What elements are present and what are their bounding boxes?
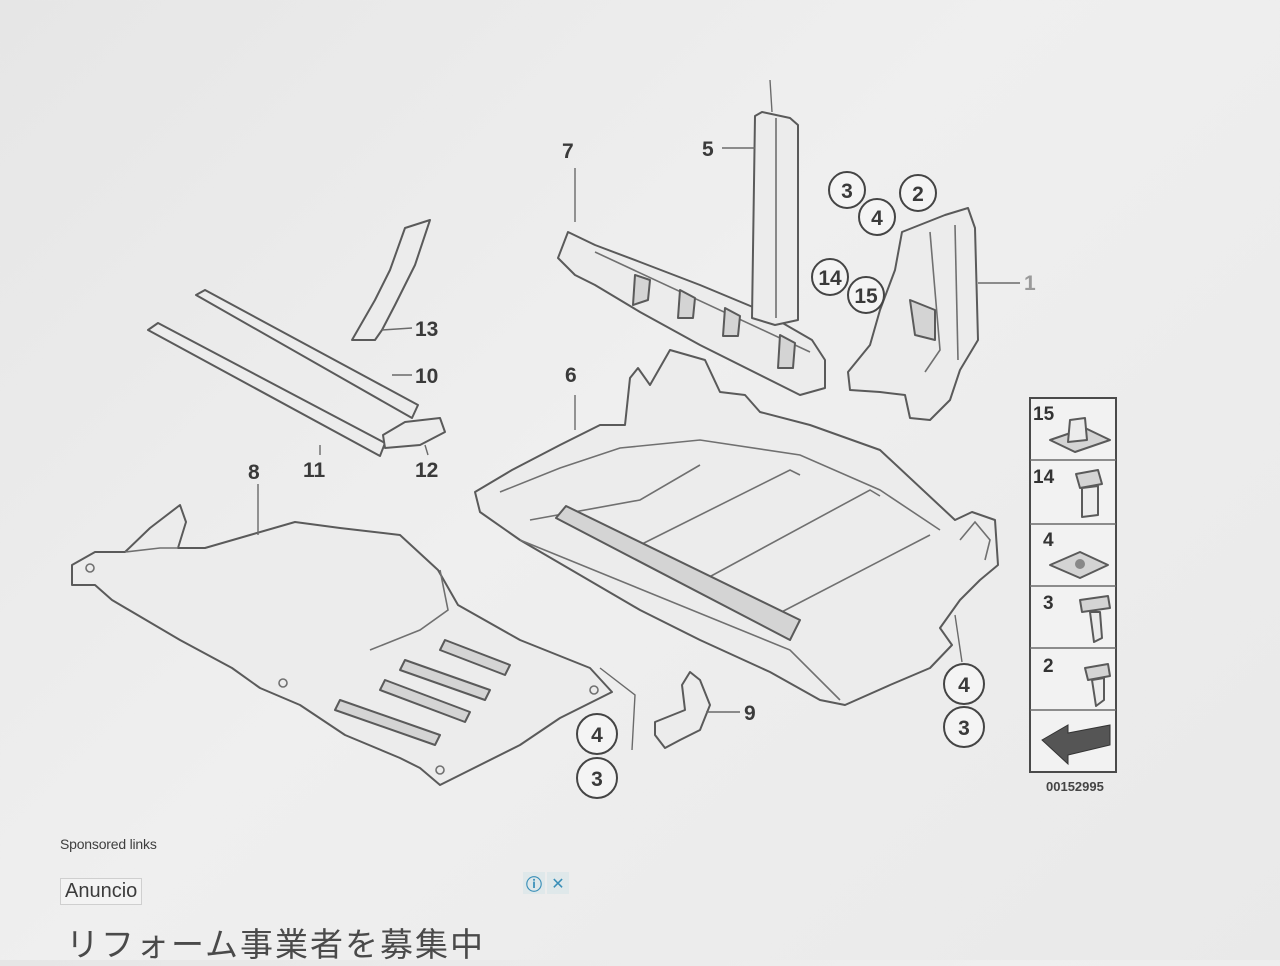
callout-numbers: 7 5 6 13 10 11 12 8 9 1 [248,138,1036,725]
circled-2-top: 2 [912,183,924,206]
callout-11: 11 [303,459,326,482]
circled-callouts: 3 2 4 14 15 4 3 4 3 [576,171,985,799]
info-icon[interactable]: ⓘ [523,872,545,894]
parts-diagram: 7 5 6 13 10 11 12 8 9 1 3 2 4 14 15 4 3 … [71,79,1117,799]
circled-4-bottom: 4 [591,724,603,747]
hardware-legend: 15 14 4 3 2 00152995 [1029,397,1117,794]
legend-14: 14 [1033,467,1055,488]
legend-3: 3 [1043,593,1054,614]
circled-3-top: 3 [841,180,853,203]
circled-4-top: 4 [871,207,883,230]
parts-10-11-12-13-strips [147,219,446,457]
callout-13: 13 [415,318,438,341]
callout-10: 10 [415,365,438,388]
ad-label: Anuncio [60,878,143,905]
callout-5: 5 [702,138,714,161]
bolt-icon [1075,469,1103,489]
circled-14: 14 [818,267,842,290]
circled-4-right: 4 [958,674,970,697]
callout-9: 9 [744,702,756,725]
part-7-bracket [557,231,826,396]
ad-controls: ⓘ ✕ [523,872,569,894]
legend-15: 15 [1033,404,1055,425]
close-icon[interactable]: ✕ [547,872,569,894]
leader-lines [257,147,1020,751]
part-6-undertray [474,349,999,706]
legend-2: 2 [1043,656,1054,677]
push-rivet-icon [1084,663,1111,681]
circled-3-right: 3 [958,717,970,740]
callout-6: 6 [565,364,577,387]
direction-arrow-icon [1041,724,1111,766]
callout-1: 1 [1024,272,1036,295]
part-8-underbody-panel [71,504,613,786]
callout-12: 12 [415,459,438,482]
part-1-side-bracket [847,207,979,421]
callout-7: 7 [562,140,574,163]
ad-headline-link[interactable]: リフォーム事業者を募集中 [66,925,486,964]
legend-4: 4 [1043,530,1054,551]
diagram-code: 00152995 [1046,779,1104,794]
sponsored-links-label: Sponsored links [60,836,157,852]
part-9-clip [654,671,711,749]
circled-3-bottom: 3 [591,768,603,791]
part-5-vertical-strip [751,79,799,326]
callout-8: 8 [248,461,260,484]
circled-15: 15 [854,285,878,308]
screw-icon [1079,595,1111,613]
